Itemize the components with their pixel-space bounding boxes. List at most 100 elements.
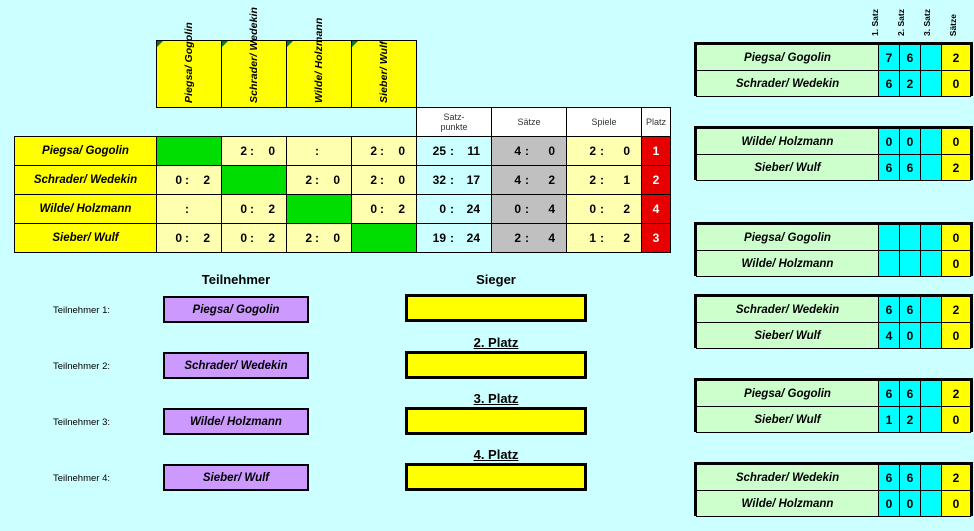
winner-box-3[interactable] bbox=[406, 408, 586, 434]
match-set-score-3[interactable] bbox=[920, 406, 942, 433]
match-player-name[interactable]: Schrader/ Wedekin bbox=[696, 70, 879, 97]
match-set-score-3[interactable] bbox=[920, 70, 942, 97]
match-set-score-3[interactable] bbox=[920, 224, 942, 251]
stat-header-line1: Platz bbox=[645, 116, 666, 127]
stat-sep: : bbox=[525, 231, 529, 245]
match-set-score-1[interactable]: 1 bbox=[878, 406, 900, 433]
match-set-score-1[interactable]: 0 bbox=[878, 128, 900, 155]
match-set-score-2[interactable]: 6 bbox=[899, 44, 921, 71]
match-cell[interactable]: 2:0 bbox=[286, 165, 352, 195]
stat-cell-saetze: 4:2 bbox=[491, 165, 567, 195]
match-player-name[interactable]: Sieber/ Wulf bbox=[696, 322, 879, 349]
match-player-name[interactable]: Wilde/ Holzmann bbox=[696, 250, 879, 277]
match-player-name[interactable]: Schrader/ Wedekin bbox=[696, 296, 879, 323]
match-set-score-1[interactable]: 7 bbox=[878, 44, 900, 71]
match-set-score-2[interactable]: 2 bbox=[899, 70, 921, 97]
match-set-score-1[interactable]: 6 bbox=[878, 464, 900, 491]
match-set-score-2[interactable]: 2 bbox=[899, 406, 921, 433]
match-cell[interactable]: 0:2 bbox=[351, 194, 417, 224]
participant-box-4[interactable]: Sieber/ Wulf bbox=[163, 464, 309, 491]
cross-table-header-row: Piegsa/ Gogolin Schrader/ Wedekin Wilde/… bbox=[15, 6, 671, 108]
row-player-name[interactable]: Piegsa/ Gogolin bbox=[14, 136, 157, 166]
match-set-score-3[interactable] bbox=[920, 154, 942, 181]
match-set-score-1[interactable]: 4 bbox=[878, 322, 900, 349]
stat-sep: : bbox=[600, 144, 604, 158]
match-cell[interactable]: 2:0 bbox=[351, 136, 417, 166]
match-set-score-2[interactable]: 0 bbox=[899, 128, 921, 155]
match-cell[interactable]: 0:2 bbox=[221, 194, 287, 224]
match-player-name[interactable]: Piegsa/ Gogolin bbox=[696, 380, 879, 407]
match-set-score-3[interactable] bbox=[920, 296, 942, 323]
match-set-score-1[interactable]: 6 bbox=[878, 296, 900, 323]
stat-head-spacer-3 bbox=[642, 41, 671, 108]
match-set-score-1[interactable]: 6 bbox=[878, 154, 900, 181]
participant-box-1[interactable]: Piegsa/ Gogolin bbox=[163, 296, 309, 323]
match-set-score-1[interactable]: 0 bbox=[878, 490, 900, 517]
match-player-name[interactable]: Piegsa/ Gogolin bbox=[696, 44, 879, 71]
match-player-name[interactable]: Sieber/ Wulf bbox=[696, 154, 879, 181]
match-set-score-2[interactable]: 0 bbox=[899, 490, 921, 517]
match-set-score-3[interactable] bbox=[920, 490, 942, 517]
match-set-score-1[interactable] bbox=[878, 250, 900, 277]
match-player-name[interactable]: Wilde/ Holzmann bbox=[696, 490, 879, 517]
cell-score-sep: : bbox=[250, 144, 254, 158]
match-set-score-2[interactable] bbox=[899, 224, 921, 251]
stat-left: 4 bbox=[514, 144, 521, 158]
row-player-name[interactable]: Sieber/ Wulf bbox=[14, 223, 157, 253]
stat-right: 0 bbox=[548, 144, 555, 158]
match-set-score-1[interactable] bbox=[878, 224, 900, 251]
stat-header-spiele: Spiele bbox=[566, 107, 642, 137]
match-cell[interactable]: 0:2 bbox=[156, 223, 222, 253]
match-cell[interactable]: 0:2 bbox=[156, 165, 222, 195]
match-set-score-1[interactable]: 6 bbox=[878, 70, 900, 97]
match-set-score-2[interactable]: 6 bbox=[899, 380, 921, 407]
row-player-name[interactable]: Schrader/ Wedekin bbox=[14, 165, 157, 195]
match-set-score-2[interactable]: 6 bbox=[899, 464, 921, 491]
match-set-score-1[interactable]: 6 bbox=[878, 380, 900, 407]
match-cell-self bbox=[286, 194, 352, 224]
column-header-2[interactable]: Wilde/ Holzmann bbox=[286, 18, 352, 108]
match-player-name[interactable]: Wilde/ Holzmann bbox=[696, 128, 879, 155]
match-cell[interactable]: 2:0 bbox=[286, 223, 352, 253]
participant-box-3[interactable]: Wilde/ Holzmann bbox=[163, 408, 309, 435]
cell-score-sep: : bbox=[380, 173, 384, 187]
match-player-name[interactable]: Piegsa/ Gogolin bbox=[696, 224, 879, 251]
match-set-score-2[interactable]: 6 bbox=[899, 154, 921, 181]
match-set-score-3[interactable] bbox=[920, 322, 942, 349]
match-player-name[interactable]: Schrader/ Wedekin bbox=[696, 464, 879, 491]
match-cell-self bbox=[221, 165, 287, 195]
participant-box-2[interactable]: Schrader/ Wedekin bbox=[163, 352, 309, 379]
stat-header-line1: Spiele bbox=[591, 116, 617, 127]
row-player-name[interactable]: Wilde/ Holzmann bbox=[14, 194, 157, 224]
match-cell[interactable]: : bbox=[156, 194, 222, 224]
match-set-score-2[interactable]: 6 bbox=[899, 296, 921, 323]
match-cell[interactable]: 0:2 bbox=[221, 223, 287, 253]
stat-sep: : bbox=[525, 173, 529, 187]
match-set-score-3[interactable] bbox=[920, 250, 942, 277]
column-header-label: Schrader/ Wedekin bbox=[248, 6, 260, 103]
match-set-score-3[interactable] bbox=[920, 464, 942, 491]
column-header-3[interactable]: Sieber/ Wulf bbox=[351, 40, 417, 108]
match-cell[interactable]: : bbox=[286, 136, 352, 166]
match-cell-self bbox=[156, 136, 222, 166]
match-set-score-2[interactable]: 0 bbox=[899, 322, 921, 349]
column-header-1[interactable]: Schrader/ Wedekin bbox=[221, 6, 287, 108]
column-header-0[interactable]: Piegsa/ Gogolin bbox=[156, 22, 222, 108]
match-sets-total: 0 bbox=[941, 490, 971, 517]
cell-score-right: 0 bbox=[268, 144, 275, 158]
match-set-score-2[interactable] bbox=[899, 250, 921, 277]
stat-left: 2 bbox=[589, 144, 596, 158]
winner-box-1[interactable] bbox=[406, 295, 586, 321]
match-set-score-3[interactable] bbox=[920, 380, 942, 407]
stat-right: 2 bbox=[623, 202, 630, 216]
match-player-name[interactable]: Sieber/ Wulf bbox=[696, 406, 879, 433]
winner-box-2[interactable] bbox=[406, 352, 586, 378]
participant-label-4: Teilnehmer 4: bbox=[52, 473, 110, 484]
cell-score-left: 0 bbox=[240, 231, 247, 245]
match-set-score-3[interactable] bbox=[920, 128, 942, 155]
match-cell[interactable]: 2:0 bbox=[351, 165, 417, 195]
match-set-score-3[interactable] bbox=[920, 44, 942, 71]
match-cell[interactable]: 2:0 bbox=[221, 136, 287, 166]
winner-box-4[interactable] bbox=[406, 464, 586, 490]
stat-left: 0 bbox=[439, 202, 446, 216]
